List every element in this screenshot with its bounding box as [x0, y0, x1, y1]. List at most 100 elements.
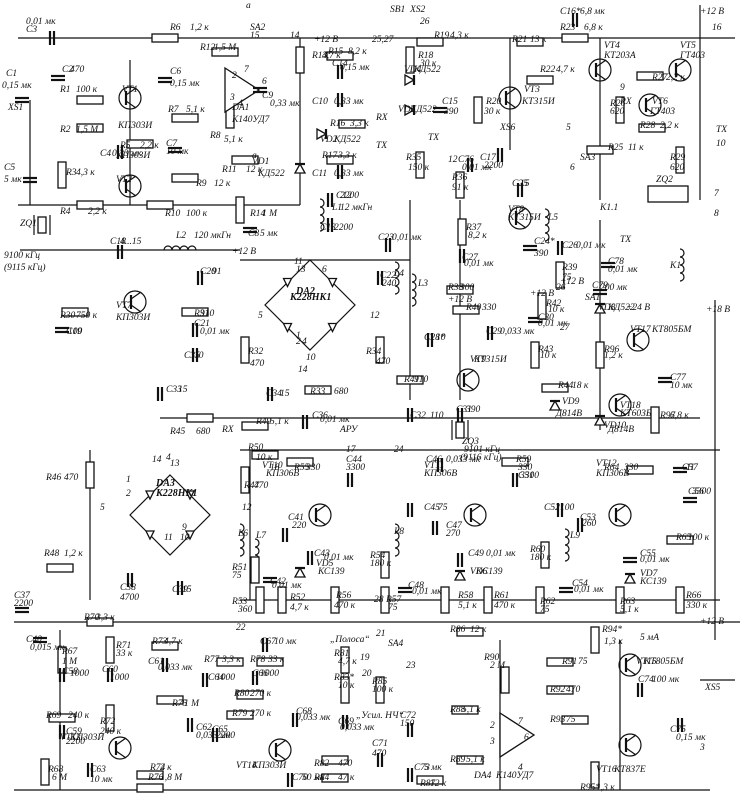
resistor-r77 — [216, 657, 244, 667]
capacitor-c70 — [286, 773, 294, 787]
resistor-value: 5,1 к — [466, 755, 485, 765]
resistor-ref: R21 — [511, 35, 527, 45]
relay-k1-label: K1 — [669, 261, 681, 271]
capacitor-value: 2200 — [484, 161, 503, 171]
resistor-r73 — [151, 641, 179, 651]
resistor-r38 — [446, 285, 474, 295]
resistor-value: 12 к — [246, 165, 263, 175]
resistor-r16 — [338, 119, 366, 129]
diode-type: КС139 — [639, 577, 667, 587]
resistor-value: 5,1 к — [270, 417, 289, 427]
diode-type: КД522 — [413, 65, 441, 75]
capacitor-ref: C30 — [538, 313, 554, 323]
resistor-value: 30 к — [419, 59, 437, 69]
ic-type: К228НК1 — [289, 292, 331, 303]
capacitor-ref: C35 — [184, 351, 200, 361]
resistor-value: 3,3 к — [95, 613, 115, 623]
resistor-r20 — [473, 96, 483, 124]
capacitor-c14 — [336, 65, 344, 79]
resistor-value: 470 — [254, 481, 269, 491]
resistor-ref: R78 — [249, 655, 266, 665]
resistor-r3 — [57, 161, 67, 189]
pin-number: 7 — [244, 65, 250, 75]
resistor-r36 — [455, 171, 465, 199]
transistor-vt2 — [118, 174, 142, 198]
pin-number: 10 — [180, 533, 190, 543]
resistor-value: 240 к — [68, 711, 90, 721]
resistor-ref: R63 — [619, 597, 636, 607]
resistor-ref: R49 — [255, 417, 272, 427]
capacitor-ref: C70 — [292, 773, 308, 783]
resistor-ref: R37 — [465, 223, 483, 233]
resistor-ref: R11 — [221, 165, 237, 175]
pin-number: 21 — [376, 629, 386, 639]
pin-number: 27 — [560, 323, 571, 333]
resistor-r65 — [666, 535, 694, 545]
capacitor-value: 200 мк — [600, 283, 628, 293]
capacitor-value: 5 мк — [424, 763, 442, 773]
transistor-ref: VT4 — [604, 41, 620, 51]
capacitor-ref: C46 — [426, 455, 442, 465]
resistor-value: 4,7 к — [338, 657, 357, 667]
resistor-ref: R8 — [209, 131, 221, 141]
inductor-ref: L3 — [417, 279, 428, 289]
transistor-ref: VT6 — [652, 97, 668, 107]
pin-number: 4 — [302, 337, 307, 347]
capacitor-value: 0,01 мк — [26, 17, 56, 27]
capacitor-c13 — [326, 218, 334, 232]
resistor-r1 — [76, 95, 104, 105]
resistor-ref: R46 — [45, 473, 62, 483]
capacitor-value: 0,033 мк — [446, 455, 481, 465]
capacitor-value: 3300 — [345, 463, 365, 473]
capacitor-ref: C14 — [332, 59, 348, 69]
inductor-ref: L5 — [547, 213, 558, 223]
capacitor-ref: C40 — [26, 635, 42, 645]
resistor-ref: R85 — [371, 677, 388, 687]
capacitor-ref: C25 — [512, 179, 528, 189]
capacitor-c22 — [376, 271, 384, 285]
pin-number: 14 — [298, 365, 308, 375]
current-note-label: 5 мА — [640, 633, 659, 643]
wires — [14, 5, 740, 791]
pin-number: 17 — [346, 445, 357, 455]
resistor-ref: R38 — [447, 283, 464, 293]
resistor-ref: R83* — [333, 673, 354, 683]
quartz-alt: (9116 кГц) — [460, 452, 502, 463]
pin-number: 9 — [620, 83, 625, 93]
diode-vd10 — [593, 414, 607, 426]
ic-ref: DA1 — [231, 103, 249, 113]
resistor-ref: R26 — [609, 99, 626, 109]
capacitor-c10 — [336, 93, 344, 107]
capacitor-value: 10 мк — [274, 637, 297, 647]
resistor-ref: R67 — [61, 647, 79, 657]
resistor-ref: R97 — [659, 411, 677, 421]
inductor-ref: L7 — [255, 531, 267, 541]
pin-number: 26 — [556, 283, 566, 293]
transistor-type: КТ805БМ — [651, 325, 692, 335]
diode-vd8 — [593, 302, 607, 314]
capacitor-c32 — [406, 408, 414, 422]
transistor-type: КТ315И — [473, 355, 508, 365]
capacitor-value: 0,15 мк — [170, 79, 200, 89]
capacitor-ref: C41 — [288, 513, 304, 523]
resistor-ref: R4 — [59, 207, 71, 217]
capacitor-value: 0,01 мк — [272, 581, 302, 591]
resistor-value: 330 к — [685, 601, 708, 611]
resistor-value: 75 — [578, 657, 588, 667]
capacitor-value: 2200 — [334, 223, 353, 233]
capacitor-c52 — [556, 503, 564, 517]
resistor-ref: R9 — [195, 179, 207, 189]
capacitor-ref: C17 — [480, 153, 497, 163]
resistor-value: 470 — [250, 359, 265, 369]
capacitor-c69 — [341, 715, 349, 729]
inductor-l2 — [163, 245, 197, 251]
capacitor-value: 240 — [382, 279, 397, 289]
resistor-value: 2,2 к — [666, 73, 685, 83]
resistor-r83 — [340, 676, 350, 704]
signal-aru-label: АРУ — [339, 425, 359, 435]
resistor-ref: R71 — [115, 641, 131, 651]
transistor-vt10 — [308, 503, 332, 527]
resistor-value: 12 к — [470, 625, 487, 635]
resistor-value: 10 к — [338, 681, 355, 691]
capacitor-c9 — [253, 86, 267, 94]
